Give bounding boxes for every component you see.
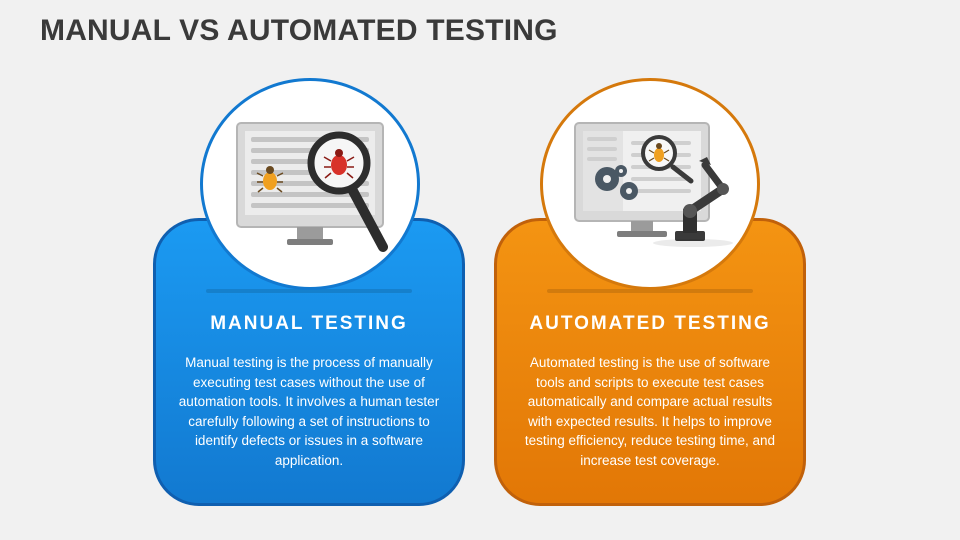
monitor-magnifier-bug-icon bbox=[236, 122, 388, 252]
slide-title: MANUAL VS AUTOMATED TESTING bbox=[40, 14, 558, 47]
manual-testing-heading: MANUAL TESTING bbox=[210, 313, 408, 334]
monitor-robot-arm-icon bbox=[574, 122, 733, 247]
manual-testing-illustration bbox=[200, 78, 420, 290]
automated-testing-description: Automated testing is the use of software… bbox=[524, 355, 776, 468]
card-divider bbox=[547, 289, 753, 293]
manual-testing-description: Manual testing is the process of manuall… bbox=[178, 355, 440, 468]
card-divider bbox=[206, 289, 412, 293]
automated-testing-heading: AUTOMATED TESTING bbox=[529, 313, 771, 334]
automated-testing-illustration bbox=[540, 78, 760, 290]
